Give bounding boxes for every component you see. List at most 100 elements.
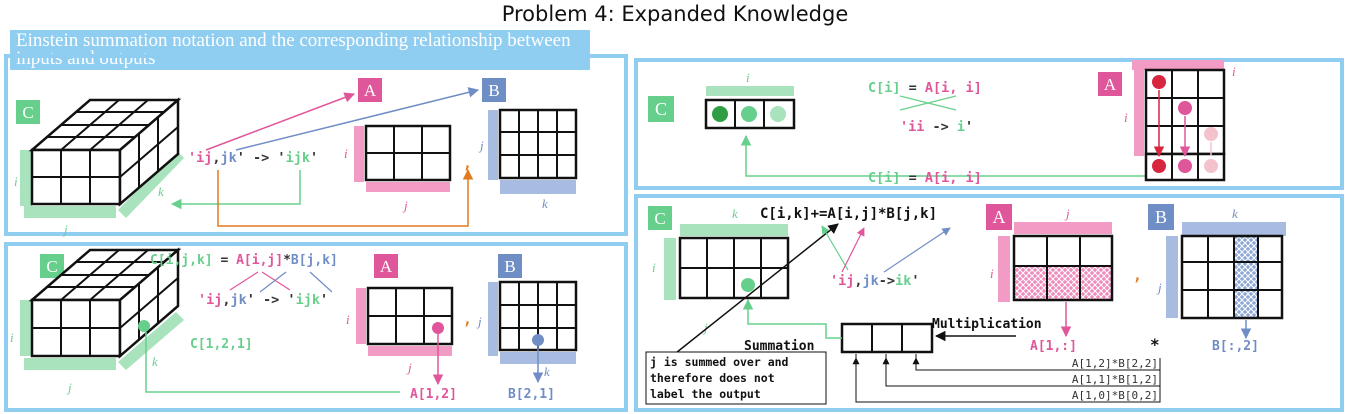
expr-ik: ik [895, 273, 911, 289]
panel-diagonal: C i C[i] = A[i, i] 'ii -> i' C[i] = A[i,… [634, 58, 1344, 190]
expr-ij: 'ij [188, 150, 212, 166]
expr-end: ' [911, 273, 919, 289]
multiplication-label: Multiplication [932, 317, 1042, 332]
panel-matmul: C k i j C[i,k]+=A[i,j]*B[j,k] 'ij,jk->ik… [634, 194, 1344, 412]
expr-ijk: ijk [296, 292, 320, 308]
a-axis-i-top: i [1232, 64, 1236, 79]
c-tensor-tag [648, 96, 674, 122]
note-line-2: therefore does not [650, 371, 775, 385]
b-axis-j: j [476, 314, 482, 329]
b-tag-text: B [1155, 207, 1167, 227]
a-tag-text: A [1104, 75, 1117, 94]
product-term-2: A[1,1]*B[1,2] [1072, 373, 1158, 386]
a-tag-text: A [364, 81, 377, 100]
c-tag-text: C [654, 209, 665, 228]
expr-ij: 'ij [830, 273, 854, 289]
expr-i: i [957, 119, 965, 135]
expr-comma: , [222, 292, 230, 308]
c-axis-i: i [652, 260, 656, 275]
expr-jk: jk [231, 292, 247, 308]
a-axis-j: j [1064, 206, 1070, 221]
c-tensor-tag [16, 100, 40, 124]
formula-star: * [283, 253, 291, 268]
b-axis-j: j [1156, 280, 1162, 295]
a-index-label: A[1,2] [410, 387, 457, 402]
c-axis-j: j [702, 320, 708, 335]
b-tag-text: B [504, 257, 515, 276]
diagonal-formula-top: C[i] = A[i, i] [868, 80, 982, 96]
c-matrix [678, 236, 790, 300]
expr-end: ' [310, 150, 318, 166]
b-tensor-tag [498, 254, 522, 278]
expr-end: ' [320, 292, 328, 308]
summation-note-box [645, 351, 827, 405]
expr-jk: jk [863, 273, 879, 289]
expr-arrow: -> [924, 119, 957, 135]
c-axis-k: k [732, 206, 738, 221]
a-slice-label: A[1,:] [1030, 339, 1077, 354]
b-matrix [1180, 234, 1284, 320]
product-term-1: A[1,2]*B[2,2] [1072, 357, 1158, 370]
c-axis-j: j [66, 380, 72, 395]
formula-c: C[i] [868, 170, 901, 186]
c-axis-i: i [10, 330, 14, 345]
formula-eq: = [901, 80, 925, 96]
separator-comma: , [462, 152, 473, 173]
panel-frame [634, 194, 1344, 412]
b-slice-label: B[:,2] [1212, 339, 1259, 354]
expr-ij: 'ij [198, 292, 222, 308]
c-vector [704, 98, 796, 130]
einsum-expression: 'ii -> i' [900, 119, 973, 135]
formula-a: A[i, i] [925, 80, 982, 96]
einsum-expression: 'ij,jk->ik' [830, 273, 919, 289]
c-tag-text: C [655, 99, 667, 119]
einsum-expression: 'ij,jk' -> 'ijk' [198, 292, 328, 308]
c-axis-k: k [152, 354, 158, 369]
c-axis-j: j [62, 222, 68, 237]
c-tensor-tag [648, 206, 672, 230]
separator-comma: , [1132, 264, 1143, 285]
a-axis-i: i [346, 312, 350, 327]
separator-comma: , [462, 308, 473, 329]
b-tag-text: B [488, 81, 499, 100]
b-axis-k: k [1232, 206, 1238, 221]
a-axis-i-left: i [1124, 110, 1128, 125]
a-axis-i: i [990, 266, 994, 281]
b-index-label: B[2,1] [508, 387, 555, 402]
a-tag-text: A [380, 257, 393, 276]
expr-arrow: ' -> ' [237, 150, 286, 166]
expr-comma: , [854, 273, 862, 289]
expr-end: ' [965, 119, 973, 135]
b-tensor-tag [1148, 204, 1174, 230]
a-axis-j: j [402, 198, 408, 213]
formula-c: C[i] [868, 80, 901, 96]
b-axis-j: j [478, 138, 484, 153]
product-term-3: A[1,0]*B[0,2] [1072, 389, 1158, 402]
a-matrix [364, 124, 452, 182]
formula-a: A[i, i] [925, 170, 982, 186]
page-title: Problem 4: Expanded Knowledge [501, 2, 849, 26]
c-tag-text: C [46, 257, 57, 276]
b-axis-k: k [542, 196, 548, 211]
a-axis-j: j [406, 360, 412, 375]
a-tensor-tag [1098, 72, 1122, 96]
summation-label: Summation [744, 339, 814, 354]
panel-frame [4, 242, 628, 412]
c-cube [20, 247, 184, 370]
a-tensor-tag [358, 78, 382, 102]
a-matrix [366, 286, 454, 346]
formula-c: C[i,j,k] [150, 253, 213, 268]
c-index-label: C[1,2,1] [190, 337, 253, 352]
panel-outer-product-top: C i j k 'ij,jk' -> 'ijk' A [4, 54, 628, 237]
a-matrix [1012, 234, 1114, 302]
formula-eq: = [213, 253, 236, 268]
panel-frame [634, 58, 1344, 190]
note-line-1: j is summed over and [650, 355, 789, 369]
panel-frame [4, 54, 628, 236]
c-axis-k: k [158, 184, 164, 199]
c-cube [20, 97, 184, 218]
expr-comma: , [212, 150, 220, 166]
expr-ii: 'ii [900, 119, 924, 135]
c-axis-i: i [14, 174, 18, 189]
outer-product-formula: C[i,j,k] = A[i,j]*B[j,k] [150, 253, 338, 268]
